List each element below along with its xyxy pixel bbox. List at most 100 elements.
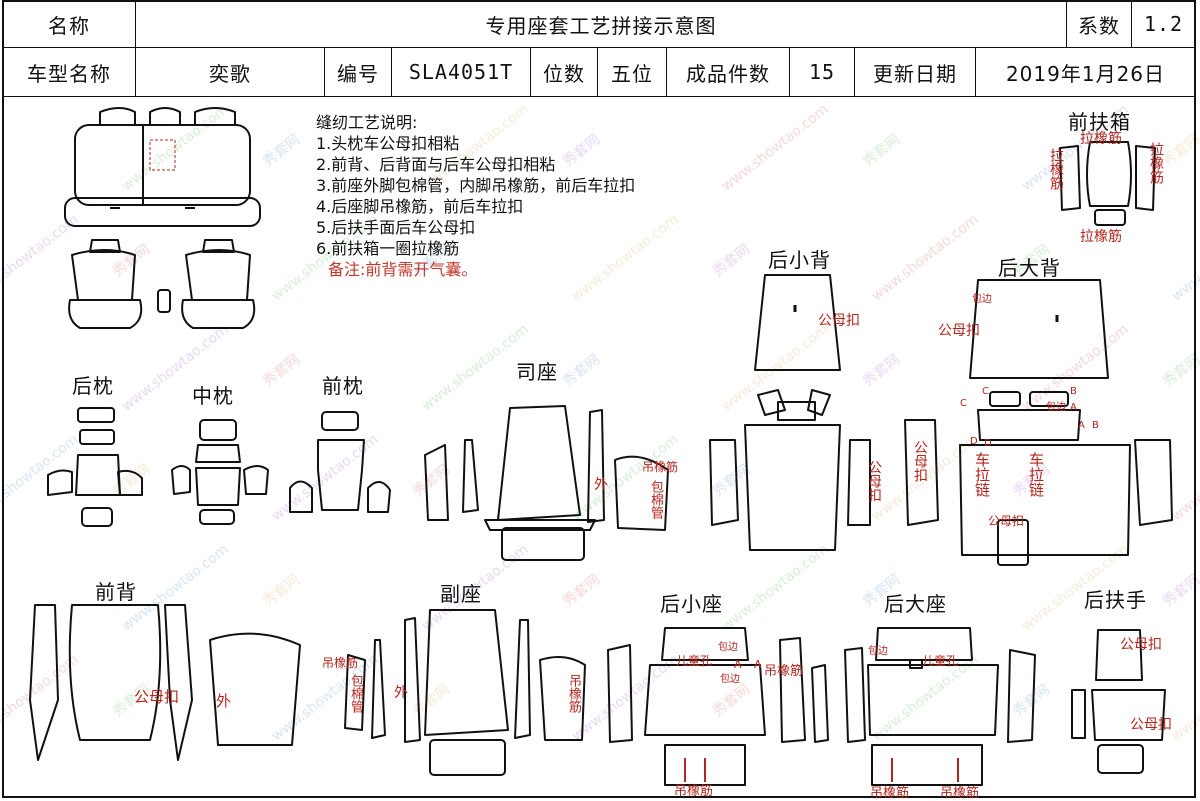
seats-value: 五位 <box>611 61 653 86</box>
annotation-snap-vertical-small-back: 公母扣 <box>866 460 882 502</box>
name-label: 名称 <box>48 13 90 38</box>
coefficient-value-cell: 1.2 <box>1131 0 1196 48</box>
rear-small-seat-pieces <box>607 627 829 786</box>
annotation-letter-d-2: D <box>984 438 992 449</box>
note-item: 3.前座外脚包棉管，内脚吊橡筋，前后车拉扣 <box>316 176 636 195</box>
coefficient-label: 系数 <box>1078 13 1120 38</box>
annotation-foam-tube-passenger: 包棉管 <box>348 674 363 713</box>
seat-overview-rear-bench <box>64 107 261 227</box>
section-title-rear-small-back: 后小背 <box>768 248 831 272</box>
annotation-hang-elastic-large-seat-1: 吊橡筋 <box>870 786 910 801</box>
annotation-letter-c-2: C <box>960 398 967 409</box>
annotation-hang-elastic-driver: 吊橡筋 <box>642 460 679 474</box>
annotation-elastic-left: 拉橡筋 <box>1048 148 1064 190</box>
note-item: 4.后座脚吊橡筋，前后车拉扣 <box>316 197 524 216</box>
annotation-hang-elastic-passenger: 吊橡筋 <box>322 656 359 670</box>
model-label-cell: 车型名称 <box>2 47 136 97</box>
annotation-wrap-large-back-2: 包边 <box>1046 402 1066 413</box>
date-label-cell: 更新日期 <box>854 47 976 97</box>
annotation-letter-b-2: B <box>1092 420 1099 431</box>
annotation-letter-a-2: A <box>1078 420 1085 431</box>
seats-label: 位数 <box>543 61 585 86</box>
annotation-child-hole-large: 儿童孔 <box>922 654 959 668</box>
annotation-letter-a-small-2: A <box>754 658 762 671</box>
annotation-wrap-large-seat: 包边 <box>868 646 888 657</box>
section-title-rear-large-seat: 后大座 <box>884 592 947 616</box>
coefficient-label-cell: 系数 <box>1066 0 1132 48</box>
section-title-rear-large-back: 后大背 <box>998 256 1061 280</box>
date-value-cell: 2019年1月26日 <box>975 47 1196 97</box>
annotation-letter-d-1: D <box>970 436 978 447</box>
annotation-letter-a-small-1: A <box>734 658 742 671</box>
annotation-elastic-bottom: 拉橡筋 <box>1080 229 1122 245</box>
annotation-outer-driver: 外 <box>594 477 608 493</box>
annotation-hang-elastic-large-seat-2: 吊橡筋 <box>940 786 980 801</box>
section-title-driver-seat: 司座 <box>516 360 558 384</box>
annotation-hang-elastic-small-seat-bottom: 吊橡筋 <box>674 784 714 799</box>
annotation-letter-c-1: C <box>982 386 989 397</box>
annotation-outer-passenger: 外 <box>394 685 408 701</box>
section-title-passenger-seat: 副座 <box>440 582 482 606</box>
section-title-rear-armrest: 后扶手 <box>1084 588 1147 612</box>
note-item: 2.前背、后背面与后车公母扣相粘 <box>316 155 556 174</box>
notes-title: 缝纫工艺说明: <box>316 113 418 132</box>
annotation-letter-a-1: A <box>1070 402 1077 413</box>
front-back-pieces <box>29 604 301 761</box>
driver-seat-pieces <box>424 405 669 561</box>
seat-overview-front-seats <box>68 239 256 329</box>
annotation-snap-large-back-bottom: 公母扣 <box>988 514 1025 528</box>
passenger-seat-pieces <box>344 609 586 776</box>
annotation-snap-vertical-left: 公母扣 <box>912 440 928 482</box>
code-label-cell: 编号 <box>324 47 392 97</box>
annotation-hang-elastic-passenger-right: 吊橡筋 <box>566 674 581 713</box>
code-value: SLA4051T <box>408 60 514 84</box>
annotation-snap-armrest-1: 公母扣 <box>1120 637 1162 653</box>
section-title-rear-headrest: 后枕 <box>72 374 114 398</box>
middle-headrest-pieces <box>171 419 269 525</box>
annotation-elastic-right: 拉橡筋 <box>1148 142 1164 184</box>
pieces-label-cell: 成品件数 <box>666 47 790 97</box>
note-item: 6.前扶箱一圈拉橡筋 <box>316 239 460 258</box>
date-value: 2019年1月26日 <box>1005 61 1166 86</box>
front-armbox-pieces <box>1059 141 1156 226</box>
pieces-value: 15 <box>808 60 836 84</box>
model-label: 车型名称 <box>27 61 111 86</box>
date-label: 更新日期 <box>873 61 957 86</box>
model-value-cell: 奕歌 <box>135 47 325 97</box>
page-title: 专用座套工艺拼接示意图 <box>485 13 717 38</box>
code-label: 编号 <box>337 61 379 86</box>
note-item: 5.后扶手面后车公母扣 <box>316 218 476 237</box>
rear-armrest-pieces <box>1071 629 1166 774</box>
annotation-wrap-small-seat-1: 包边 <box>718 642 738 653</box>
rear-small-back-pieces <box>709 274 871 551</box>
section-title-front-back: 前背 <box>95 580 137 604</box>
annotation-hang-elastic-small-seat: 吊橡筋 <box>764 664 804 679</box>
annotation-foam-tube-driver: 包棉管 <box>648 480 663 519</box>
annotation-zipper-left: 车拉链 <box>973 452 991 497</box>
model-value: 奕歌 <box>209 61 251 86</box>
rear-large-seat-pieces <box>844 627 1036 786</box>
coefficient-value: 1.2 <box>1143 12 1184 36</box>
front-headrest-pieces <box>289 411 391 513</box>
annotation-elastic-top: 拉橡筋 <box>1080 131 1122 147</box>
annotation-wrap-small-seat-2: 包边 <box>720 674 740 685</box>
sewing-notes: 缝纫工艺说明: 1.头枕车公母扣相粘 2.前背、后背面与后车公母扣相粘 3.前座… <box>316 112 635 280</box>
annotation-snap-small-back: 公母扣 <box>818 313 860 329</box>
section-title-front-armbox: 前扶箱 <box>1068 110 1131 134</box>
notes-remark: 备注:前背需开气囊。 <box>328 260 478 279</box>
section-title-rear-small-seat: 后小座 <box>660 592 723 616</box>
section-title-middle-headrest: 中枕 <box>192 384 234 408</box>
annotation-arrows <box>684 758 959 782</box>
annotation-child-hole-small: 儿童孔 <box>676 654 713 668</box>
annotation-snap-large-back: 公母扣 <box>938 323 980 339</box>
annotation-snap-armrest-2: 公母扣 <box>1130 717 1172 733</box>
note-item: 1.头枕车公母扣相粘 <box>316 134 460 153</box>
annotation-outer-front-back: 外 <box>216 692 232 710</box>
section-title-front-headrest: 前枕 <box>322 374 364 398</box>
annotation-zipper-right: 车拉链 <box>1027 452 1045 497</box>
pieces-label: 成品件数 <box>686 61 770 86</box>
annotation-letter-b-1: B <box>1070 386 1077 397</box>
rear-large-back-pieces <box>904 279 1173 566</box>
annotation-wrap-large-back: 包边 <box>972 294 992 305</box>
